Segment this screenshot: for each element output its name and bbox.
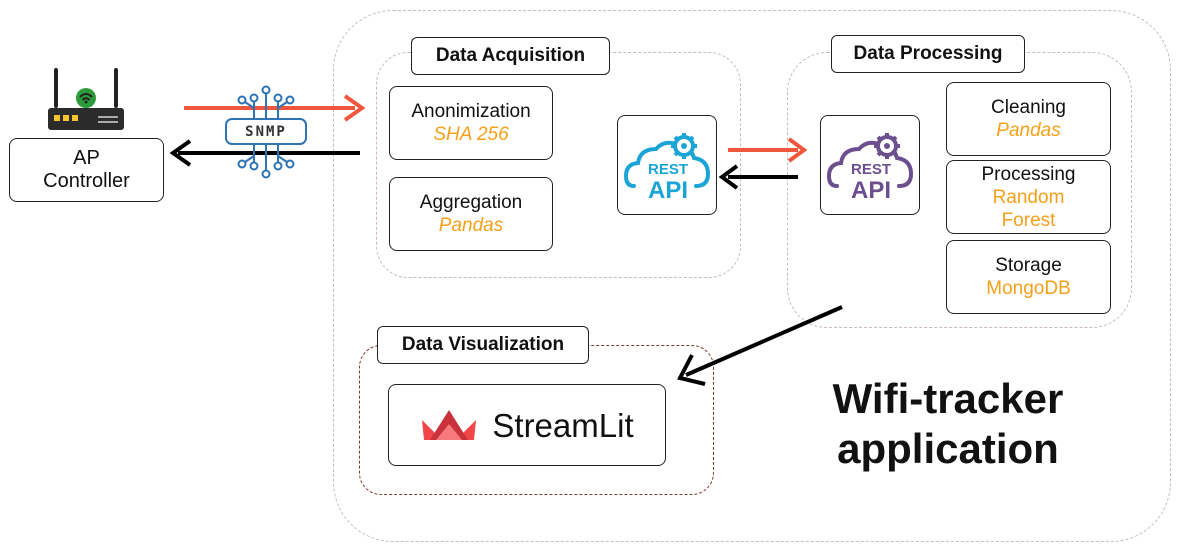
aggregation-card: Aggregation Pandas — [389, 177, 553, 251]
data-acquisition-title: Data Acquisition — [411, 37, 610, 75]
cleaning-label: Cleaning — [991, 97, 1066, 118]
application-frame — [333, 10, 1171, 542]
api-label-bottom: API — [648, 177, 688, 204]
storage-tech: MongoDB — [986, 278, 1071, 299]
application-title-line1: Wifi-tracker — [832, 375, 1064, 422]
router-icon — [48, 68, 124, 130]
cleaning-card: Cleaning Pandas — [946, 82, 1111, 156]
data-visualization-title: Data Visualization — [377, 326, 589, 364]
processing-label: Processing — [981, 163, 1076, 185]
arrow-red-to-processing — [728, 137, 808, 163]
streamlit-label: StreamLit — [492, 406, 634, 444]
storage-label: Storage — [995, 255, 1062, 276]
aggregation-tech: Pandas — [438, 215, 504, 236]
ap-controller-box: AP Controller — [9, 138, 164, 202]
gear-icon — [671, 133, 697, 159]
snmp-chip: SNMP — [224, 85, 308, 179]
streamlit-card: StreamLit — [388, 384, 666, 466]
arrow-red-to-acquisition — [184, 94, 366, 122]
application-title-line2: application — [837, 425, 1059, 472]
snmp-label: SNMP — [245, 123, 287, 140]
aggregation-label: Aggregation — [419, 192, 523, 213]
arrow-black-to-acquisition-api — [718, 164, 798, 190]
streamlit-logo-icon — [422, 410, 477, 440]
gear-icon — [874, 133, 900, 159]
processing-tech-line2: Forest — [1001, 209, 1056, 231]
processing-card: Processing Random Forest — [946, 160, 1111, 234]
arrow-black-to-visualization — [677, 305, 843, 386]
api-label-top: REST — [851, 161, 891, 178]
ap-controller-line2: Controller — [43, 170, 130, 192]
arrow-black-to-controller — [169, 139, 360, 167]
storage-card: Storage MongoDB — [946, 240, 1111, 314]
processing-rest-api: REST API — [820, 115, 920, 215]
processing-tech-line1: Random — [992, 186, 1065, 208]
snmp-chip-icon — [225, 85, 307, 179]
acquisition-rest-api: REST API — [617, 115, 717, 215]
ap-controller-line1: AP — [73, 147, 100, 169]
rest-api-cloud-icon: REST API — [826, 133, 914, 204]
anonimization-tech: SHA 256 — [433, 124, 509, 145]
anonimization-card: Anonimization SHA 256 — [389, 86, 553, 160]
api-label-bottom: API — [851, 177, 891, 204]
api-label-top: REST — [648, 161, 688, 178]
data-processing-title: Data Processing — [831, 35, 1025, 73]
application-title: Wifi-tracker application — [798, 374, 1098, 474]
anonimization-label: Anonimization — [411, 101, 531, 122]
rest-api-cloud-icon: REST API — [623, 133, 711, 204]
cleaning-tech: Pandas — [996, 120, 1061, 141]
